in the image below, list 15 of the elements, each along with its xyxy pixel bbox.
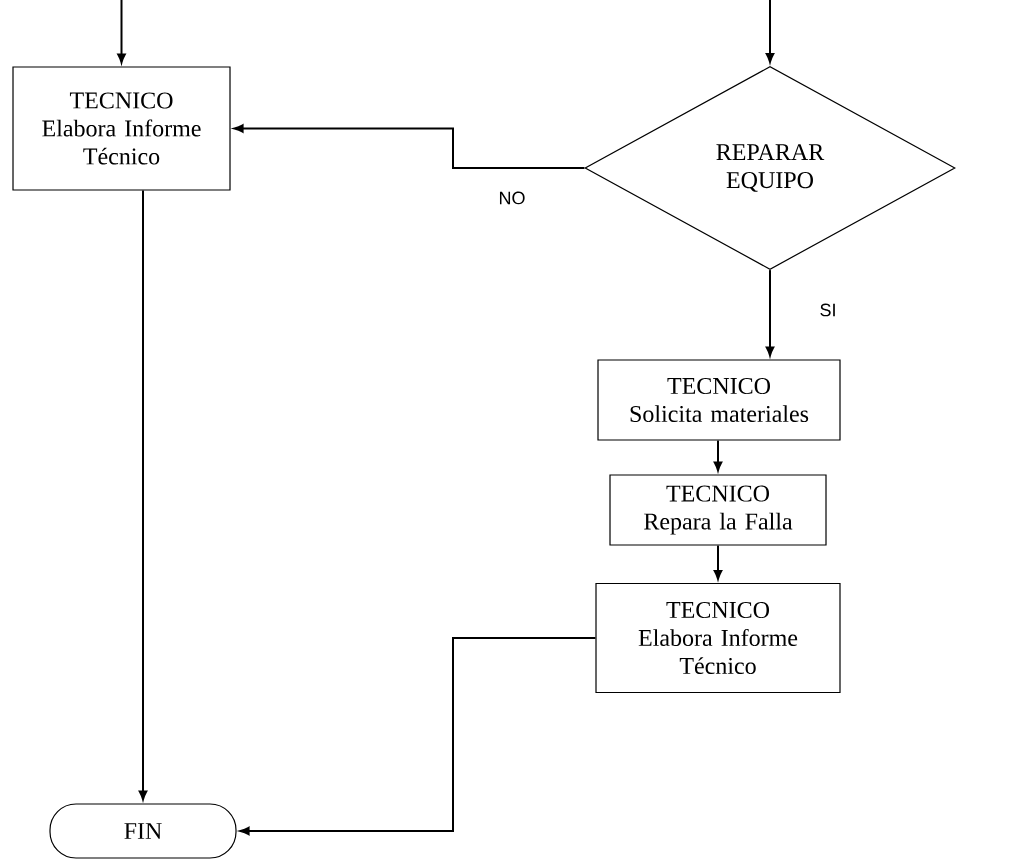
arrow [138, 189, 148, 801]
process-box: TECNICO Repara la Falla [609, 474, 827, 546]
arrow [765, 269, 775, 357]
process-box: TECNICO Elabora Informe Técnico [12, 66, 231, 191]
terminal-box: FIN [49, 803, 237, 859]
process-box: TECNICO Elabora Informe Técnico [595, 582, 841, 694]
arrow [239, 637, 597, 836]
edge-label: NO [497, 190, 527, 206]
edge-label: SI [818, 302, 838, 318]
arrow [117, 0, 126, 64]
arrow [765, 0, 775, 63]
arrow [233, 124, 586, 169]
arrow [713, 439, 723, 472]
process-box: TECNICO Solicita materiales [597, 359, 841, 441]
arrow [713, 544, 723, 580]
